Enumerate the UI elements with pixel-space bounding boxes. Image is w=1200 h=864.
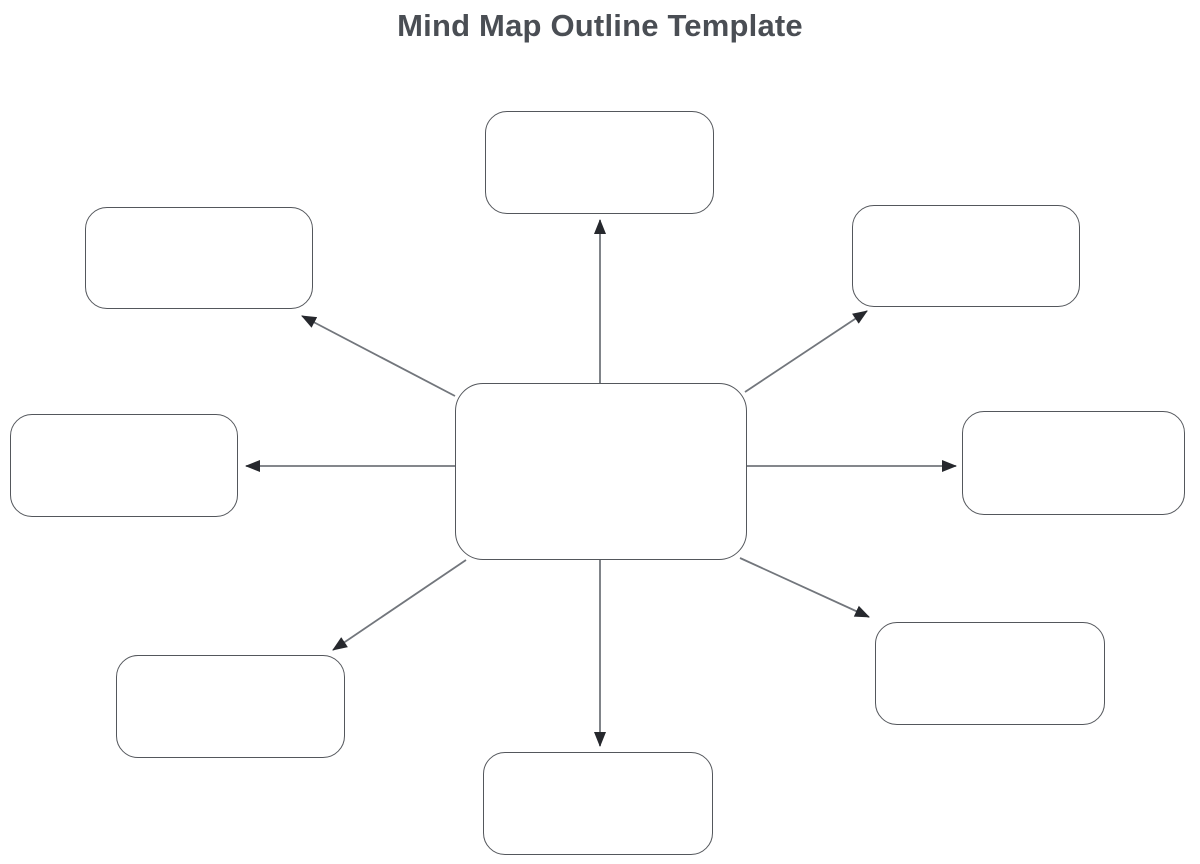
connector-center-to-top-right (744, 310, 868, 393)
connector-center-to-top-left (301, 315, 456, 397)
node-branch-right[interactable] (962, 411, 1185, 515)
node-branch-bottom-right[interactable] (875, 622, 1105, 725)
node-branch-left[interactable] (10, 414, 238, 517)
node-branch-top-left[interactable] (85, 207, 313, 309)
node-branch-bottom[interactable] (483, 752, 713, 855)
diagram-title: Mind Map Outline Template (397, 8, 803, 43)
connector-center-to-bottom-right (739, 557, 870, 618)
node-branch-top-right[interactable] (852, 205, 1080, 307)
node-central-topic[interactable] (455, 383, 747, 560)
node-branch-top[interactable] (485, 111, 714, 214)
node-branch-bottom-left[interactable] (116, 655, 345, 758)
connector-center-to-bottom-left (332, 559, 467, 651)
